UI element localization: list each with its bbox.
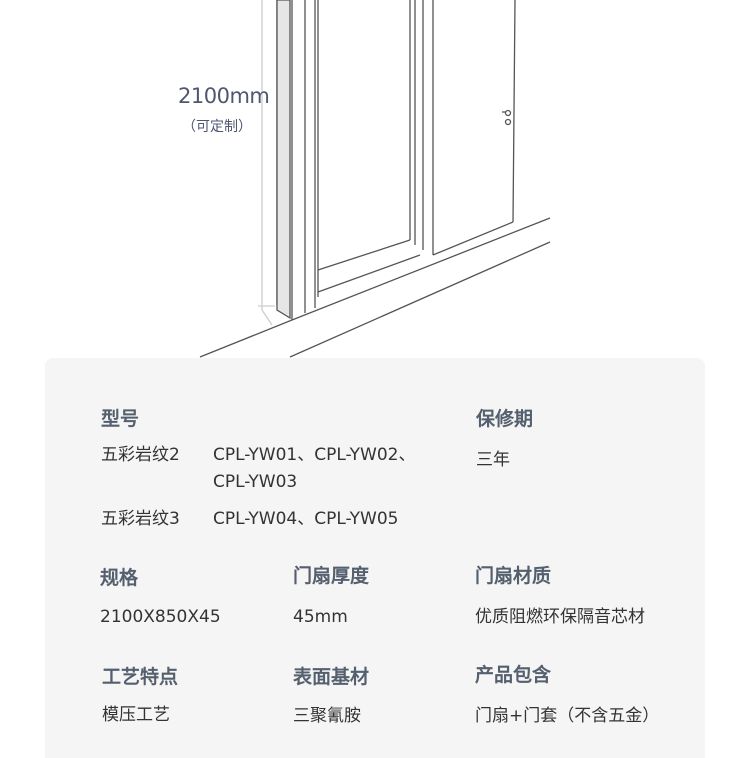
model-codes-1: CPL-YW01、CPL-YW02、 xyxy=(213,445,416,465)
craft-value: 模压工艺 xyxy=(102,705,170,725)
package-label: 产品包含 xyxy=(475,664,552,686)
warranty-label: 保修期 xyxy=(476,408,534,430)
warranty-value: 三年 xyxy=(476,450,510,470)
height-dimension-label: 2100mm xyxy=(178,84,270,108)
craft-label: 工艺特点 xyxy=(102,666,179,688)
surface-label: 表面基材 xyxy=(293,666,370,688)
size-value: 2100X850X45 xyxy=(100,607,221,627)
model-label: 型号 xyxy=(101,408,140,430)
model-codes-2: CPL-YW04、CPL-YW05 xyxy=(213,509,399,529)
door-illustration xyxy=(199,0,551,358)
size-label: 规格 xyxy=(100,567,139,589)
thickness-label: 门扇厚度 xyxy=(293,565,370,587)
thickness-value: 45mm xyxy=(293,607,348,627)
model-name-1: 五彩岩纹2 xyxy=(101,445,180,465)
material-label: 门扇材质 xyxy=(475,565,552,587)
surface-value: 三聚氰胺 xyxy=(293,706,361,726)
spec-panel: 型号 五彩岩纹2 CPL-YW01、CPL-YW02、 CPL-YW03 五彩岩… xyxy=(45,358,705,758)
model-name-2: 五彩岩纹3 xyxy=(101,509,180,529)
model-codes-1-cont: CPL-YW03 xyxy=(213,472,298,492)
customizable-label: （可定制） xyxy=(182,119,252,135)
material-value: 优质阻燃环保隔音芯材 xyxy=(475,607,645,627)
package-value: 门扇+门套（不含五金） xyxy=(475,706,660,726)
